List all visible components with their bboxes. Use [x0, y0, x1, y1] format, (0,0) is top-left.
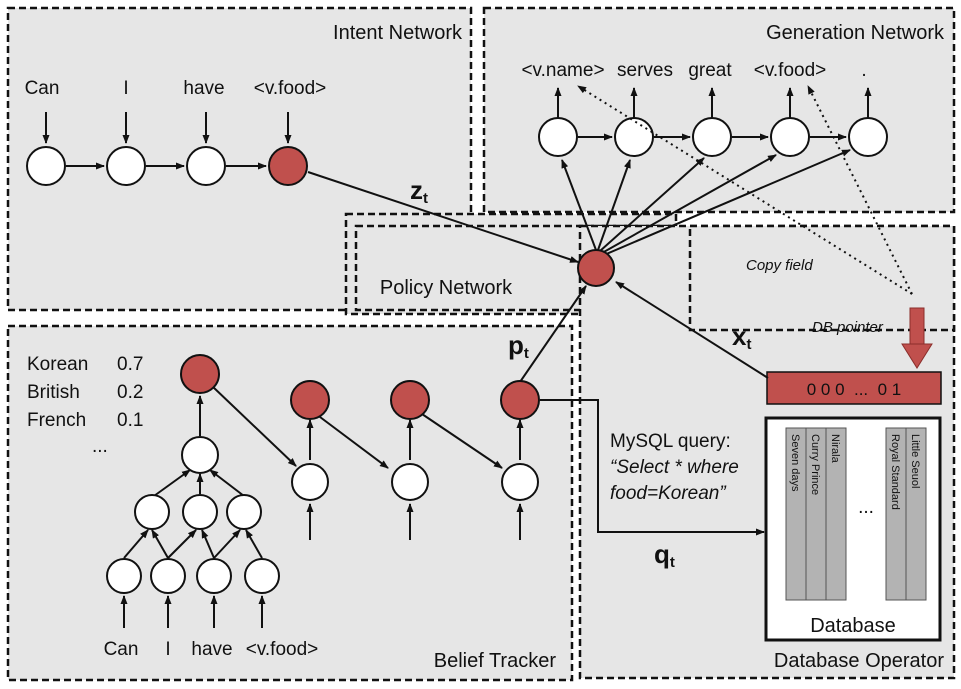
query-line-1: “Select * where: [610, 457, 739, 478]
panel-belief-tracker: [6, 324, 574, 682]
generation-token: <v.name>: [521, 60, 604, 81]
database-columns-ellipsis: ...: [858, 497, 874, 518]
belief-token: Can: [104, 639, 139, 660]
generation-node: [614, 117, 654, 157]
copy-field-arrows: [577, 85, 913, 295]
belief-token: I: [165, 639, 170, 660]
generation-network-title: Generation Network: [766, 22, 945, 44]
database-column-label: Nirala: [829, 434, 841, 464]
belief-token: have: [191, 639, 232, 660]
database-column-label: Royal Standard: [889, 434, 901, 510]
distribution-label: French: [27, 410, 86, 431]
intent-token: <v.food>: [254, 78, 327, 99]
database-box: Seven days Curry Prince Nirala Royal Sta…: [764, 416, 942, 642]
distribution-label: British: [27, 382, 80, 403]
db-pointer-arrow: [901, 307, 933, 369]
belief-node: [106, 558, 142, 594]
generation-network-nodes: [538, 117, 888, 157]
pointer-vector-box: [766, 371, 942, 405]
generation-network-tokens: <v.name> serves great <v.food> .: [521, 60, 866, 81]
db-pointer-label: DB pointer: [812, 319, 884, 336]
database-column-label: Seven days: [789, 434, 801, 492]
intent-output-node: [268, 146, 308, 186]
belief-output-node: [180, 354, 220, 394]
belief-node: [501, 463, 539, 501]
intent-network-edges: [42, 112, 579, 263]
policy-node: [577, 249, 615, 287]
belief-output-node: [500, 380, 540, 420]
intent-node: [26, 146, 66, 186]
intent-network-tokens: Can I have <v.food>: [25, 78, 327, 99]
intent-node: [186, 146, 226, 186]
query-line-2: food=Korean”: [610, 483, 727, 504]
belief-tracker-tokens: Can I have <v.food>: [104, 639, 319, 660]
database-operator-title: Database Operator: [774, 650, 944, 672]
generation-node: [538, 117, 578, 157]
database-column-label: Curry Prince: [809, 434, 821, 495]
generation-node: [692, 117, 732, 157]
database-title: Database: [810, 615, 896, 637]
belief-node: [226, 494, 262, 530]
intent-token: I: [123, 78, 128, 99]
belief-tracker-nodes: [106, 354, 540, 594]
belief-token: <v.food>: [246, 639, 319, 660]
belief-node: [182, 494, 218, 530]
pointer-vector-text: 0 0 0 ... 0 1: [807, 380, 902, 399]
panel-generation-network: [482, 6, 956, 214]
generation-token: serves: [617, 60, 673, 81]
policy-network-title: Policy Network: [380, 277, 513, 299]
x-symbol: xt: [732, 321, 751, 353]
generation-node: [848, 117, 888, 157]
intent-node: [106, 146, 146, 186]
belief-node: [291, 463, 329, 501]
generation-node: [770, 117, 810, 157]
generation-token: .: [861, 60, 866, 81]
belief-node: [391, 463, 429, 501]
belief-node: [244, 558, 280, 594]
belief-node: [150, 558, 186, 594]
copy-field-label: Copy field: [746, 257, 813, 274]
belief-output-node: [390, 380, 430, 420]
distribution-value: 0.7: [117, 354, 143, 375]
generation-network-edges: [554, 87, 872, 256]
x-edge: [615, 281, 769, 379]
q-symbol: qt: [654, 539, 675, 571]
intent-network-title: Intent Network: [333, 22, 463, 44]
intent-network-nodes: [26, 146, 308, 186]
distribution-value: 0.2: [117, 382, 143, 403]
belief-node: [196, 558, 232, 594]
belief-node: [134, 494, 170, 530]
belief-output-node: [290, 380, 330, 420]
z-symbol: zt: [410, 175, 428, 207]
belief-tracker-title: Belief Tracker: [434, 650, 557, 672]
database-column-label: Little Seuol: [909, 434, 921, 488]
distribution-label: Korean: [27, 354, 88, 375]
belief-distribution: Korean 0.7 British 0.2 French 0.1 ...: [27, 354, 143, 457]
query-label: MySQL query:: [610, 431, 731, 452]
distribution-ellipsis: ...: [92, 436, 108, 457]
generation-token: great: [688, 60, 732, 81]
intent-token: have: [183, 78, 224, 99]
belief-node: [181, 436, 219, 474]
belief-tracker-edges: [120, 285, 765, 628]
intent-token: Can: [25, 78, 60, 99]
distribution-value: 0.1: [117, 410, 143, 431]
generation-token: <v.food>: [754, 60, 827, 81]
p-symbol: pt: [508, 330, 529, 362]
